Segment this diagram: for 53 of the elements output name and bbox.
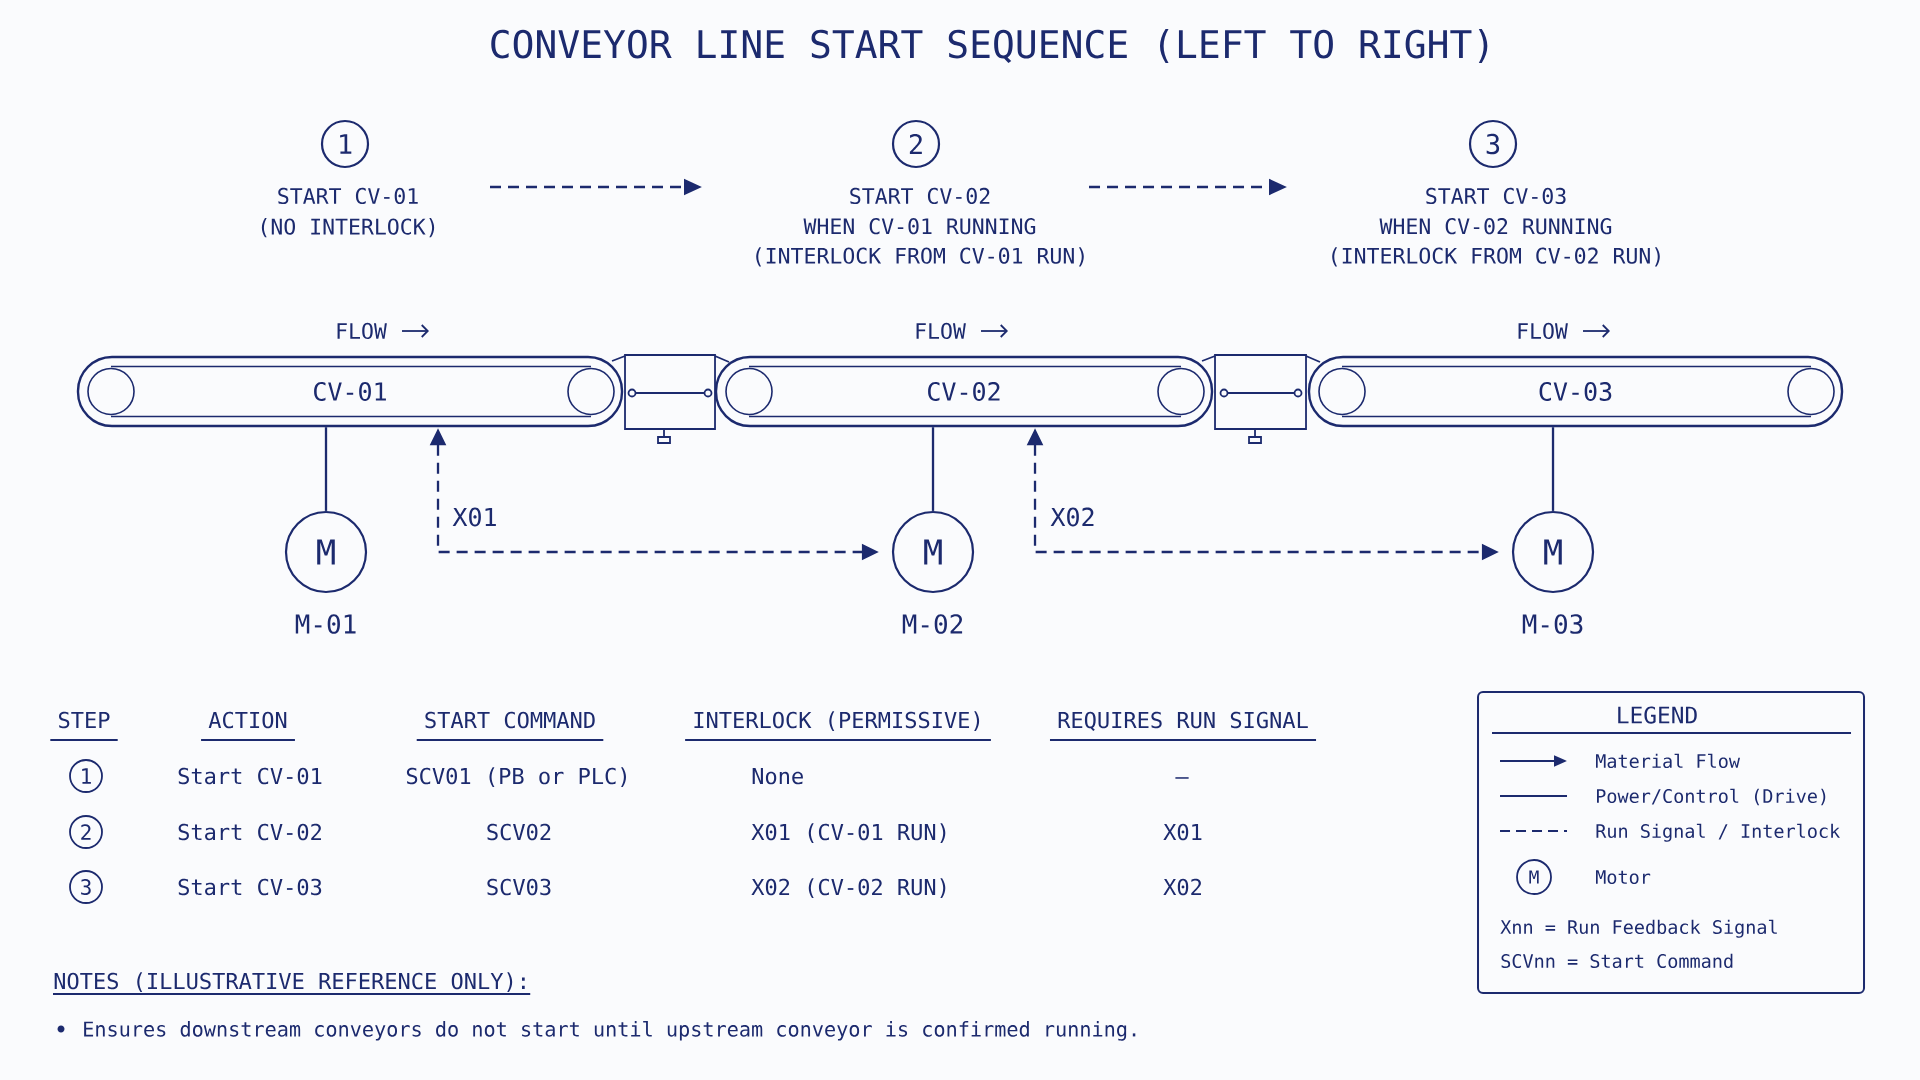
column-header: STEP [49, 711, 119, 741]
step-description: START CV-03 [1426, 187, 1566, 205]
edge-label: X02 [1048, 505, 1098, 529]
motor-tag: M-02 [902, 614, 963, 634]
table-text: Start CV-01 [178, 767, 322, 785]
column-header: START COMMAND [415, 711, 605, 741]
step-description: START CV-01 [278, 187, 418, 205]
column-header: INTERLOCK (PERMISSIVE) [684, 711, 992, 741]
table-text: X01 [1163, 823, 1202, 841]
step-description: WHEN CV-02 RUNNING (INTERLOCK FROM CV-02 RUN) [1332, 218, 1660, 267]
note-text: Ensures downstream conveyors do not start until upstream conveyor is confirmed running. [84, 1020, 1136, 1041]
step-number: 1 [320, 119, 370, 169]
table-text: Start CV-02 [178, 823, 321, 841]
step-number: 1 [69, 759, 103, 793]
table-text: X01 (CV-01 RUN) [751, 823, 946, 843]
flow-label: FLOW [916, 322, 966, 340]
table-text: X02 (CV-02 RUN) [751, 878, 946, 898]
legend-text: SCVnn = Start Command [1501, 953, 1733, 969]
drive-line [324, 427, 328, 511]
motor-tag: M-01 [295, 614, 356, 634]
table-text: — [1175, 777, 1189, 779]
step-description: WHEN CV-01 RUNNING (INTERLOCK FROM CV-01 RUN) [756, 218, 1084, 267]
table-text: None [752, 767, 803, 785]
conveyor-belt: CV-02 [714, 355, 1214, 428]
legend-text: Power/Control (Drive) [1597, 788, 1826, 806]
flow-label: FLOW [337, 322, 387, 340]
column-header: ACTION [200, 711, 296, 741]
column-header: REQUIRES RUN SIGNAL [1049, 711, 1318, 741]
legend-text: Material Flow [1596, 753, 1740, 769]
step-number: 2 [891, 119, 941, 169]
drive-line [1551, 427, 1555, 511]
step-description: START CV-02 [850, 187, 990, 205]
legend-title: LEGEND [1618, 706, 1697, 724]
table-text: SCV03 [487, 878, 551, 896]
conveyor-belt: CV-03 [1307, 355, 1844, 428]
legend-text: Motor [1596, 870, 1651, 885]
table-text: SCV01 (PB or PLC) [406, 767, 626, 787]
flow-label: FLOW [1518, 322, 1568, 340]
table-text: Start CV-03 [178, 878, 322, 896]
legend-text: Run Signal / Interlock [1596, 823, 1840, 842]
table-text: X02 [1163, 878, 1201, 896]
edge-label: X01 [450, 505, 500, 529]
legend-text: Xnn = Run Feedback Signal [1500, 919, 1777, 938]
conveyor-belt: CV-01 [76, 355, 624, 428]
motor-tag: M-03 [1522, 614, 1583, 634]
step-description: (NO INTERLOCK) [261, 218, 435, 238]
table-text: SCV02 [487, 823, 551, 841]
drive-line [931, 427, 935, 511]
notes-heading: NOTES (ILLUSTRATIVE REFERENCE ONLY): [52, 972, 532, 995]
step-number: 3 [69, 870, 103, 904]
title: CONVEYOR LINE START SEQUENCE (LEFT TO RIGHT) [491, 29, 1488, 63]
step-number: 2 [69, 815, 103, 849]
step-number: 3 [1468, 119, 1518, 169]
